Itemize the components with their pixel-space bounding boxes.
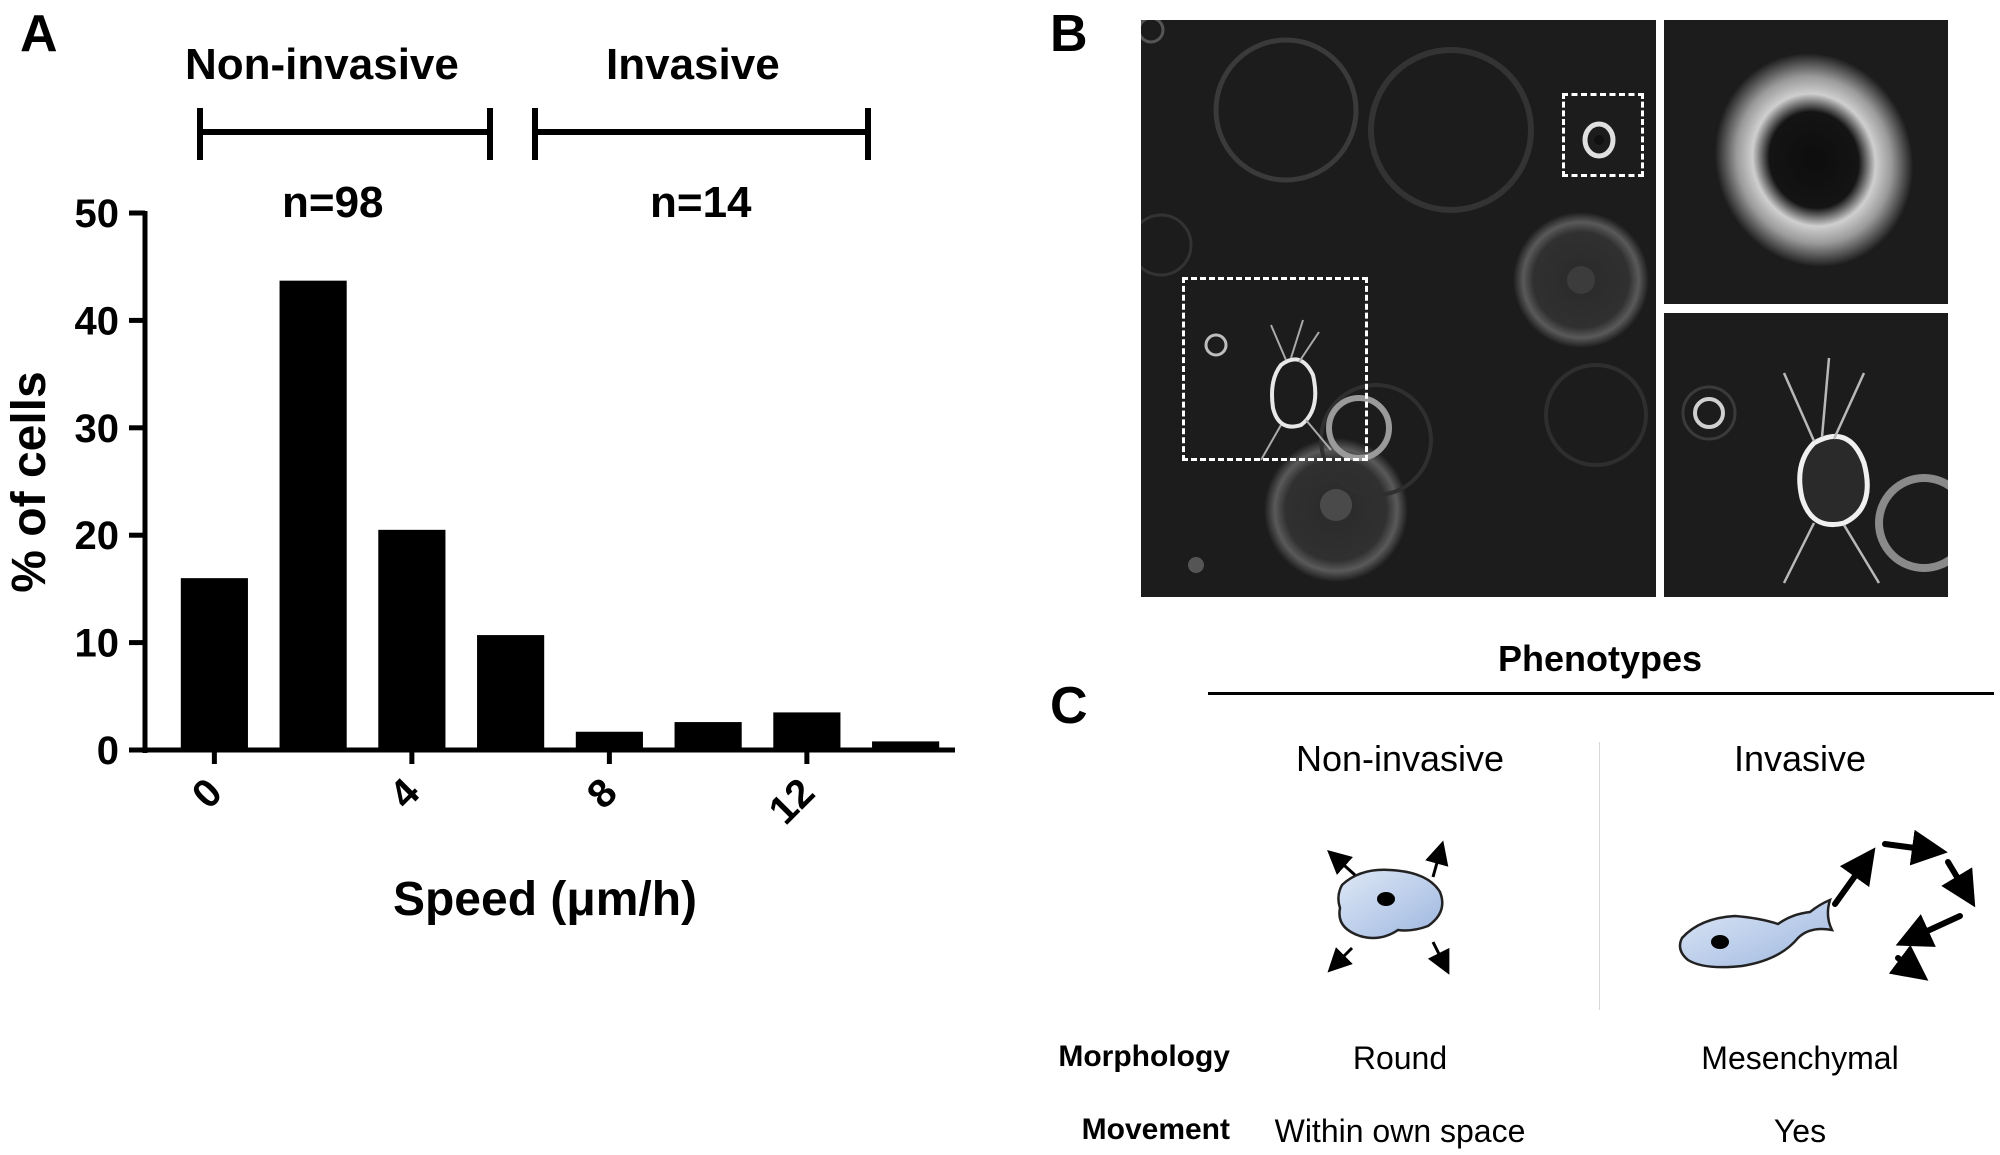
phenotypes-title: Phenotypes [1497,638,1703,679]
inset-marker-non-invasive [1562,93,1644,177]
histogram-bar [674,722,742,750]
group-n-non-invasive: n=98 [282,178,384,227]
x-tick-label: 8 [579,770,626,817]
round-cell-illustration [1327,840,1450,975]
micrograph-inset-round-cell [1664,20,1948,304]
histogram-bar [180,578,248,750]
mesenchymal-cell-body [1678,897,1835,969]
x-tick-label: 0 [184,770,231,817]
group-label-non-invasive: Non-invasive [185,40,459,89]
y-tick-label: 30 [75,407,120,451]
morphology-non-invasive: Round [1352,1040,1448,1076]
y-tick-label: 0 [97,729,119,773]
path-arrow-3 [1941,859,1976,908]
column-header-invasive: Invasive [1733,738,1867,779]
movement-non-invasive: Within own space [1274,1113,1526,1149]
y-tick-label: 20 [75,514,120,558]
histogram-bar [773,712,841,750]
x-tick-label: 4 [381,770,428,817]
path-arrow-1 [1832,847,1876,907]
path-arrow-4 [1895,913,1963,947]
panel-letter-c: C [1050,677,1088,735]
path-arrow-5 [1888,944,1929,981]
y-axis-label: % of cells [3,371,56,592]
y-tick-label: 50 [75,192,120,236]
group-brackets [197,108,871,160]
panel-letter-a: A [20,5,58,63]
phenotypes-rule [1208,692,1994,695]
morphology-invasive: Mesenchymal [1701,1040,1899,1076]
inset-round-cell-image [1714,53,1914,267]
group-label-invasive: Invasive [606,40,780,89]
row-label-morphology: Morphology [1058,1040,1230,1073]
panel-letter-b: B [1050,5,1088,63]
histogram-bar [872,741,940,750]
histogram-bar [378,529,446,750]
micrograph-main [1141,20,1656,597]
micrograph-main-image [1141,20,1649,582]
group-n-invasive: n=14 [650,178,752,227]
y-tick-label: 10 [75,622,120,666]
x-axis-label: Speed (μm/h) [393,873,697,926]
histogram-bar [477,635,545,750]
histogram-bar [279,280,347,750]
histogram-bar [575,731,643,750]
x-tick-label: 12 [761,770,824,833]
inset-marker-invasive [1182,277,1368,461]
inset-mesenchymal-cell-image [1681,357,1948,584]
row-label-movement: Movement [1081,1113,1230,1146]
round-cell-nucleus [1377,892,1395,906]
mesenchymal-cell-nucleus [1711,935,1729,949]
micrograph-inset-mesenchymal-cell [1664,313,1948,597]
y-tick-label: 40 [75,299,120,343]
phenotype-divider [1599,742,1600,1010]
path-arrow-2 [1882,829,1948,866]
column-header-non-invasive: Non-invasive [1295,738,1505,779]
movement-invasive: Yes [1773,1113,1827,1149]
mesenchymal-cell-illustration [1678,829,1976,981]
